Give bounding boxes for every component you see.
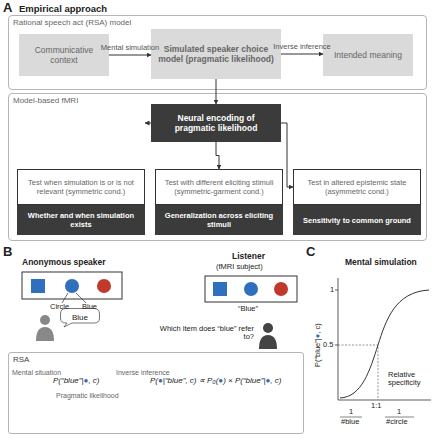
- result-box: Generalization across eliciting stimuli: [155, 205, 283, 235]
- edge-label: Mental simulation: [101, 43, 159, 52]
- node-text: RSA: [13, 355, 29, 364]
- bubble-shape: [61, 309, 100, 328]
- label: Circle: [50, 303, 69, 311]
- label: 0.5: [323, 341, 333, 349]
- listener-display: [205, 276, 297, 302]
- node-text: Blue: [72, 313, 88, 322]
- edge-label: Inverse inference: [273, 42, 331, 51]
- blue-circle-glyph: ●: [313, 334, 322, 339]
- node-text: Communicative context: [23, 45, 105, 65]
- label: Which item does “blue” refer to?: [150, 325, 254, 342]
- label: 1: [330, 286, 334, 294]
- label: 1: [349, 408, 353, 416]
- rsa-box: RSA: [8, 352, 304, 434]
- label: #blue: [341, 418, 359, 426]
- label: A: [3, 1, 12, 15]
- label: Blue: [82, 303, 97, 311]
- label: P(“blue”|●, c): [314, 310, 322, 380]
- test-box: Test with different eliciting stimuli (s…: [155, 169, 283, 205]
- label: Pragmatic likelihood: [56, 392, 119, 400]
- red-circle: [97, 279, 111, 293]
- blue-square: [31, 279, 45, 293]
- label: Anonymous speaker: [22, 258, 106, 267]
- result-box: Whether and when simulation exists: [17, 205, 145, 235]
- result-box: Sensitivity to common ground: [293, 205, 421, 235]
- node-text: Test with different eliciting stimuli (s…: [160, 178, 278, 196]
- display-box: [22, 272, 122, 299]
- blue-square: [213, 282, 227, 296]
- blue-circle: [65, 279, 79, 293]
- blue-circle: [244, 282, 258, 296]
- label: C: [306, 245, 315, 259]
- blue-circle-glyph: ●: [84, 376, 89, 385]
- context-box: Communicative context: [19, 34, 109, 76]
- blue-circle-glyph: ●: [158, 376, 163, 385]
- tick: [335, 290, 338, 291]
- model-region: Rational speech act (RSA) modelCommunica…: [8, 15, 427, 90]
- red-circle: [274, 282, 288, 296]
- tick: [335, 345, 338, 346]
- dashed-guide: [338, 345, 378, 400]
- node-text: Whether and when simulation exists: [23, 211, 139, 229]
- label: Listener: [232, 252, 265, 261]
- label: B: [3, 245, 12, 259]
- label: Empirical approach: [19, 4, 107, 14]
- listener-person: [259, 323, 277, 349]
- speaker-display: [22, 272, 122, 303]
- label: Mental simulation: [345, 258, 417, 267]
- display-box: [205, 276, 297, 302]
- model-box: Simulated speaker choice model (pragmati…: [151, 29, 281, 79]
- test-box: Test when simulation is or is not releva…: [17, 169, 145, 205]
- node-text: Sensitivity to common ground: [303, 216, 411, 225]
- node-text: Intended meaning: [334, 50, 402, 60]
- sigmoid-plot: [335, 278, 431, 417]
- blue-circle-glyph: ●: [218, 376, 223, 385]
- blue-circle-glyph: ●: [265, 376, 270, 385]
- label: Relative specificity: [388, 371, 432, 388]
- leader-line: [62, 293, 68, 303]
- person-body: [259, 335, 277, 349]
- node-text: Neural encoding of pragmatic likelihood: [157, 113, 275, 133]
- label: P(●|“blue”, c) ∝ P₀(●) × P(“blue”|●, c): [150, 377, 281, 386]
- label: 1:1: [371, 402, 381, 410]
- label: P(“blue”|●, c): [53, 377, 99, 386]
- node-text: Simulated speaker choice model (pragmati…: [157, 44, 275, 64]
- leader-line: [76, 293, 86, 303]
- test-box: Test in altered epistemic state (asymmet…: [293, 169, 421, 205]
- fmri-region: Model-based fMRI Neural encoding of pragm…: [8, 93, 427, 241]
- speaker-person: [36, 315, 54, 341]
- meaning-box: Intended meaning: [323, 34, 413, 76]
- node-text: Model-based fMRI: [13, 96, 78, 105]
- label: 1: [397, 408, 401, 416]
- person-head: [40, 315, 50, 325]
- node-text: Rational speech act (RSA) model: [13, 18, 131, 27]
- label: Inverse inference: [116, 369, 170, 377]
- person-head: [263, 323, 273, 333]
- label: “Blue”: [238, 305, 258, 313]
- person-body: [36, 327, 54, 341]
- encoding-box: Neural encoding of pragmatic likelihood: [151, 104, 281, 142]
- label: #circle: [386, 418, 408, 426]
- node-text: Test in altered epistemic state (asymmet…: [298, 178, 416, 196]
- node-text: Generalization across eliciting stimuli: [161, 211, 277, 229]
- node-text: Test when simulation is or is not releva…: [22, 178, 140, 196]
- label: (fMRI subject): [216, 263, 263, 271]
- x-axis: [338, 400, 431, 401]
- label: Mental situation: [12, 369, 61, 377]
- y-axis: [338, 278, 339, 400]
